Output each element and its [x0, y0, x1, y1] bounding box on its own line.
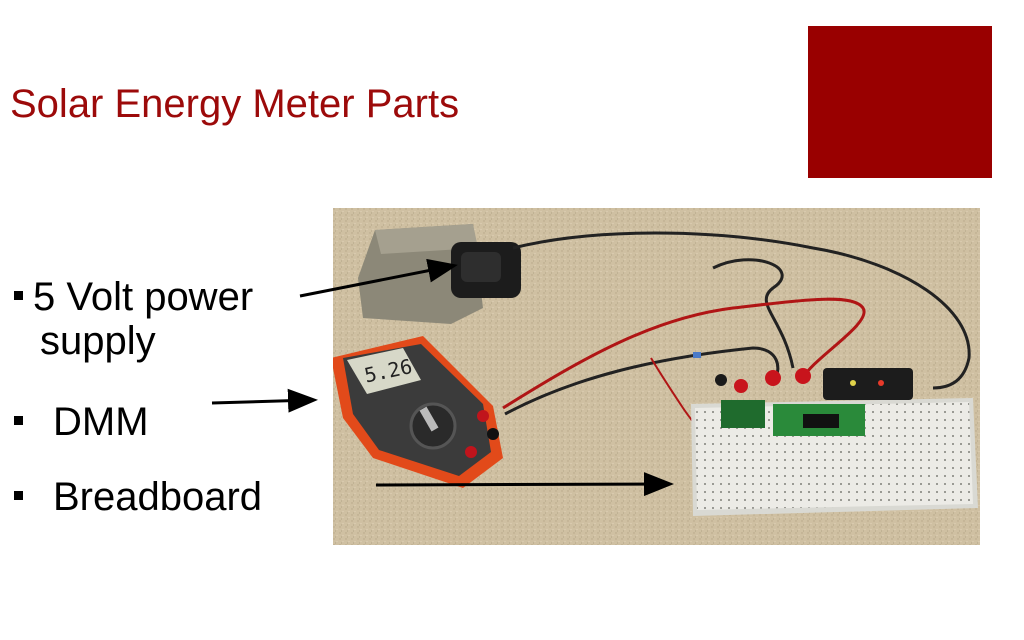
bullet-square-icon [14, 415, 23, 425]
parts-photo: 5.26 [333, 208, 980, 545]
bullet-square-icon [14, 490, 23, 500]
dmm: 5.26 [333, 336, 503, 488]
bullet-square-icon [14, 290, 23, 300]
slide-title: Solar Energy Meter Parts [10, 82, 460, 126]
bullet-text-continued: supply [40, 319, 156, 363]
arrow-dmm [211, 388, 318, 413]
bullet-power-supply: 5 Volt power supply [14, 275, 253, 363]
bullet-text: 5 Volt power [33, 275, 254, 319]
bullet-dmm: DMM [14, 400, 149, 444]
breadboard [691, 352, 978, 516]
bullet-text: Breadboard [53, 475, 263, 519]
bullet-breadboard: Breadboard [14, 475, 262, 519]
accent-box [808, 26, 992, 178]
bullet-text: DMM [53, 400, 149, 444]
